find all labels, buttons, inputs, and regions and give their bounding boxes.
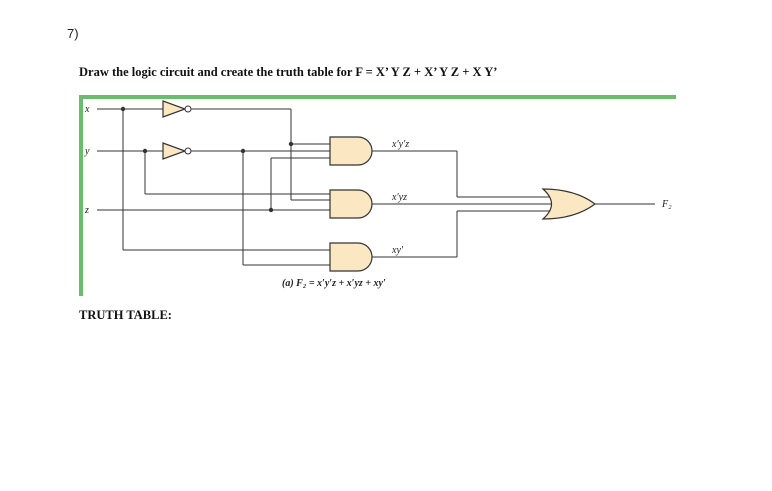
question-number: 7) — [67, 26, 79, 41]
junction-x-not — [288, 141, 294, 147]
output-label: F₂ — [661, 199, 672, 210]
question-prompt: Draw the logic circuit and create the tr… — [79, 65, 498, 79]
diagram-caption: (a) F₂ = x′y′z + x′yz + xy′ — [282, 278, 386, 289]
not-gate-x — [162, 100, 187, 118]
and-gate-1 — [329, 136, 373, 166]
and1-label: x′y′z — [391, 139, 409, 150]
junction-z — [268, 207, 274, 213]
and-gate-3 — [329, 242, 373, 272]
input-label-z: z — [84, 205, 89, 216]
figure-border-top — [79, 95, 676, 99]
input-label-x: x — [84, 104, 90, 115]
and3-label: xy′ — [391, 245, 404, 256]
and2-label: x′yz — [391, 192, 407, 203]
not-gate-y — [162, 142, 187, 160]
junction-x — [120, 106, 126, 112]
figure-border-left — [79, 95, 83, 296]
not-gate-y-bubble — [184, 147, 192, 155]
junction-y-not — [240, 148, 246, 154]
or-gate — [541, 188, 597, 220]
input-label-y: y — [84, 146, 90, 157]
junction-y — [142, 148, 148, 154]
and-gate-2 — [329, 189, 373, 219]
truth-table-label: TRUTH TABLE: — [79, 308, 172, 322]
not-gate-x-bubble — [184, 105, 192, 113]
